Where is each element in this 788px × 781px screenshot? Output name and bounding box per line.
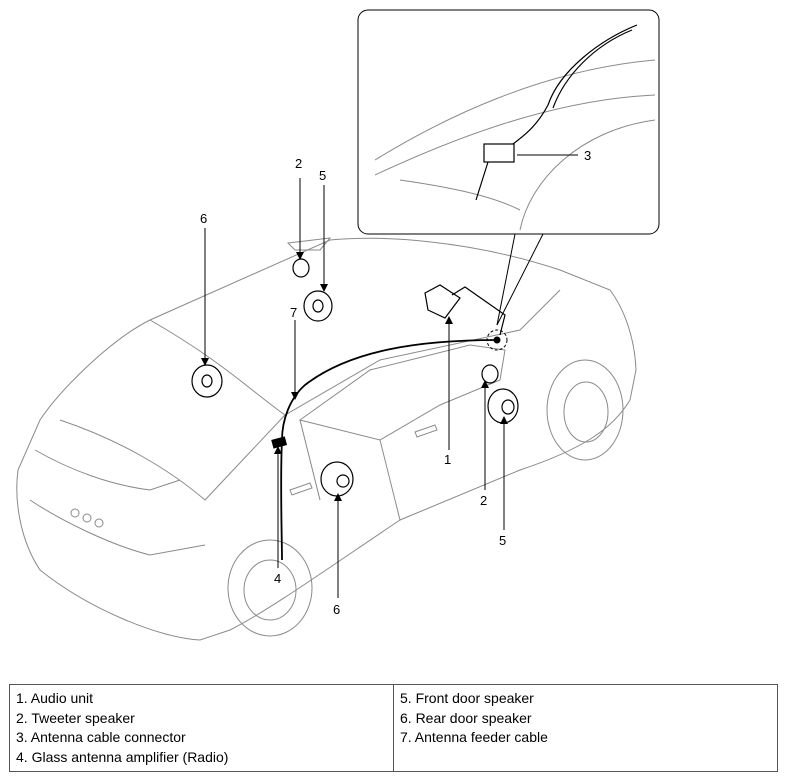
- arrow-5-top: [320, 284, 328, 292]
- door-line-1: [379, 439, 401, 521]
- arrow-7: [291, 392, 299, 400]
- rear-shelf-speaker-inner: [312, 299, 324, 313]
- door-line-2: [299, 419, 321, 501]
- audio-unit: [424, 284, 461, 319]
- legend-item-antenna-feeder-cable: 7. Antenna feeder cable: [400, 729, 548, 745]
- callout-7: 7: [290, 305, 297, 320]
- callout-6-top: 6: [200, 211, 207, 226]
- legend-column-right: 5. Front door speaker 6. Rear door speak…: [394, 685, 777, 771]
- rear-door-speaker-top-inner: [201, 374, 213, 388]
- rear-emblem-2: [82, 513, 92, 523]
- inset-pillar-line-2: [374, 94, 656, 176]
- audio-unit-cable: [451, 286, 506, 336]
- side-window: [298, 344, 506, 441]
- callout-3: 3: [584, 148, 591, 163]
- arrow-6-bottom: [334, 493, 342, 501]
- inset-cable-down: [475, 161, 489, 201]
- legend-item-front-door-speaker: 5. Front door speaker: [400, 690, 534, 706]
- rear-wheel-outer: [227, 539, 313, 637]
- front-wheel-outer: [546, 359, 624, 461]
- legend-column-left: 1. Audio unit 2. Tweeter speaker 3. Ante…: [10, 685, 394, 771]
- inset-pillar-line-4: [399, 179, 521, 211]
- glass-antenna-amplifier: [271, 436, 288, 449]
- legend-item-antenna-cable-connector: 3. Antenna cable connector: [16, 729, 186, 745]
- legend-table: 1. Audio unit 2. Tweeter speaker 3. Ante…: [9, 684, 778, 772]
- front-door-speaker-inner: [501, 399, 515, 415]
- tail-light: [34, 449, 181, 491]
- legend-item-rear-door-speaker: 6. Rear door speaker: [400, 709, 532, 726]
- roof-spoiler: [286, 237, 332, 251]
- audio-system-location-diagram: 3: [16, 9, 660, 641]
- callout-4: 4: [274, 571, 281, 586]
- arrow-1: [445, 316, 453, 324]
- legend-item-tweeter-speaker: 2. Tweeter speaker: [16, 709, 135, 726]
- front-door-handle: [414, 424, 438, 438]
- tweeter-speaker-front: [481, 364, 499, 384]
- arrow-4: [274, 446, 282, 454]
- callout-5-top: 5: [319, 168, 326, 183]
- arrow-2-top: [296, 252, 304, 260]
- inset-antenna-cable-2: [552, 29, 633, 109]
- rear-bumper: [29, 499, 206, 556]
- callout-2-top: 2: [295, 156, 302, 171]
- callout-6-bottom: 6: [333, 602, 340, 617]
- rear-door-speaker-inner: [336, 474, 350, 488]
- inset-pillar-line-3: [519, 119, 656, 231]
- inset-antenna-cable: [504, 24, 638, 151]
- rear-window-line: [59, 414, 286, 501]
- arrow-5-bottom: [500, 416, 508, 424]
- callout-5-bottom: 5: [499, 533, 506, 548]
- callout-1: 1: [444, 452, 451, 467]
- front-wheel-inner: [563, 381, 609, 443]
- antenna-connection-point: [493, 336, 501, 344]
- rear-wheel-inner: [243, 559, 297, 621]
- rear-emblem-1: [70, 508, 80, 518]
- rear-emblem-3: [94, 518, 104, 528]
- inset-pointer-left: [496, 233, 516, 326]
- antenna-connection-dashed: [486, 329, 508, 351]
- inset-pillar-line-1: [374, 59, 656, 161]
- arrow-2-bottom: [481, 380, 489, 388]
- rear-door-handle: [289, 482, 313, 496]
- inset-connector: [483, 143, 515, 163]
- tweeter-speaker-rear: [292, 258, 310, 278]
- callout-2-bottom: 2: [480, 493, 487, 508]
- legend-item-audio-unit: 1. Audio unit: [16, 690, 94, 706]
- arrow-6-top: [201, 358, 209, 366]
- inset-pointer-right: [496, 233, 544, 326]
- legend-item-glass-antenna-amplifier: 4. Glass antenna amplifier (Radio): [16, 748, 229, 765]
